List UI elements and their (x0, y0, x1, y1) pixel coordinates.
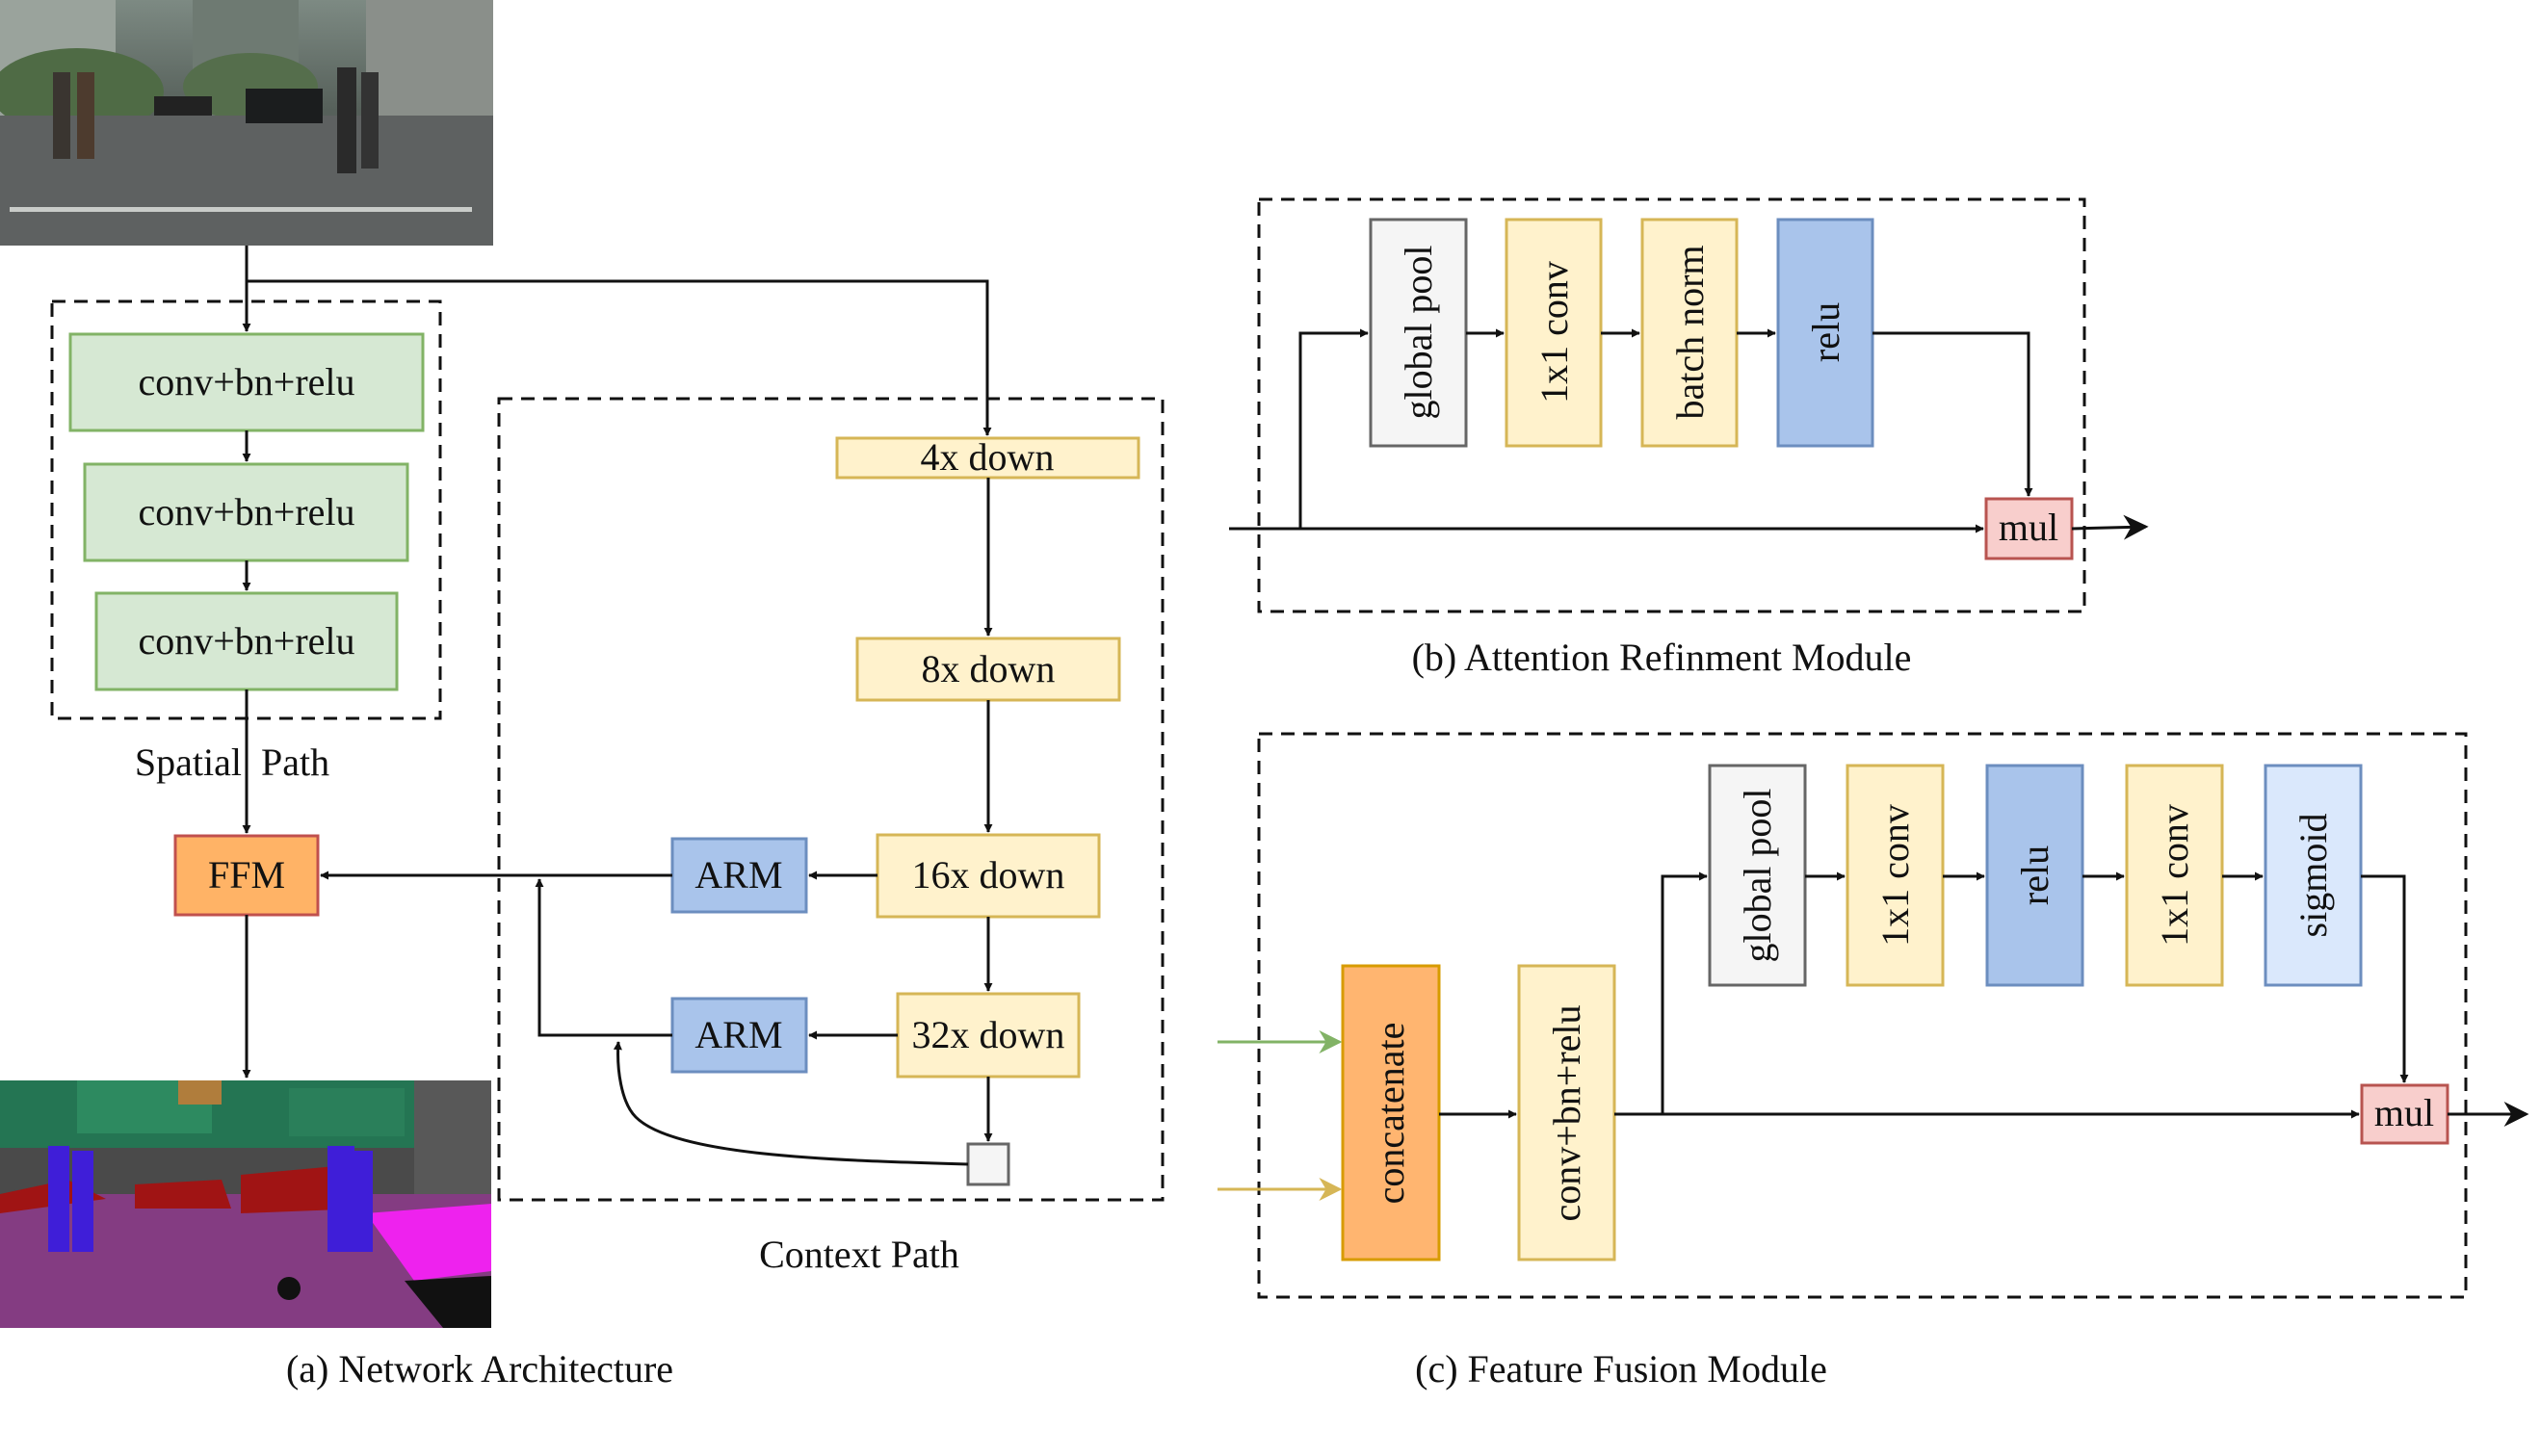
arm-batch-norm: batch norm (1640, 218, 1739, 448)
context-block-4x: 4x down (835, 435, 1140, 480)
ffm-block-label: FFM (208, 853, 285, 897)
arm-module-box (1257, 197, 2086, 613)
arm-relu-label: relu (1804, 302, 1847, 362)
context-path-box (497, 397, 1165, 1202)
arm-block-1: ARM (670, 837, 808, 914)
context-block-16x: 16x down (876, 833, 1101, 919)
ffm-global-pool-label: global pool (1736, 788, 1779, 962)
arm-global-pool-label: global pool (1397, 245, 1440, 419)
spatial-block-1-label: conv+bn+relu (138, 360, 354, 403)
ffm-relu-label: relu (2013, 845, 2056, 905)
architecture-arrows (242, 246, 993, 1166)
caption-a: (a) Network Architecture (286, 1347, 673, 1391)
context-block-32x: 32x down (896, 992, 1081, 1079)
context-path-label: Context Path (759, 1233, 959, 1276)
ffm-conv-bn-relu-label: conv+bn+relu (1545, 1004, 1588, 1221)
ffm-conv-1x1-a: 1x1 conv (1846, 764, 1945, 987)
context-block-4x-label: 4x down (921, 435, 1055, 479)
arm-mul-label: mul (1999, 506, 2058, 549)
ffm-conv-1x1-a-label: 1x1 conv (1873, 804, 1917, 947)
arm-block-1-label: ARM (694, 853, 782, 897)
ffm-conv-bn-relu: conv+bn+relu (1517, 964, 1616, 1261)
spatial-block-3: conv+bn+relu (94, 591, 399, 691)
arm-block-2: ARM (670, 997, 808, 1074)
arm-conv-1x1: 1x1 conv (1505, 218, 1603, 448)
spatial-path-label: Spatial Path (135, 741, 329, 784)
ffm-concatenate: concatenate (1341, 964, 1441, 1261)
spatial-block-2: conv+bn+relu (83, 462, 409, 562)
global-pool-node (966, 1142, 1010, 1186)
context-block-8x-label: 8x down (922, 647, 1056, 690)
context-block-16x-label: 16x down (912, 853, 1065, 897)
ffm-module-arrows (1218, 871, 2529, 1201)
ffm-sigmoid-label: sigmoid (2291, 814, 2335, 938)
ffm-conv-1x1-b: 1x1 conv (2125, 764, 2224, 987)
context-block-8x: 8x down (855, 637, 1121, 702)
arm-module-arrows (1229, 328, 2149, 540)
ffm-sigmoid: sigmoid (2264, 764, 2363, 987)
context-block-32x-label: 32x down (912, 1013, 1065, 1056)
input-image (0, 0, 493, 246)
arm-mul: mul (1984, 497, 2074, 560)
ffm-concatenate-label: concatenate (1369, 1023, 1412, 1205)
ffm-relu: relu (1985, 764, 2084, 987)
ffm-module-box (1257, 732, 2468, 1299)
ffm-mul: mul (2360, 1083, 2449, 1145)
arm-global-pool: global pool (1369, 218, 1468, 448)
ffm-conv-1x1-b-label: 1x1 conv (2153, 804, 2196, 947)
spatial-block-3-label: conv+bn+relu (138, 619, 354, 663)
segmentation-output (0, 1080, 491, 1328)
arm-batch-norm-label: batch norm (1668, 245, 1712, 419)
spatial-block-1: conv+bn+relu (68, 332, 425, 432)
ffm-global-pool: global pool (1708, 764, 1807, 987)
caption-c: (c) Feature Fusion Module (1415, 1347, 1827, 1391)
spatial-block-2-label: conv+bn+relu (138, 490, 354, 533)
arm-relu: relu (1776, 218, 1874, 448)
ffm-mul-label: mul (2374, 1091, 2434, 1134)
arm-conv-1x1-label: 1x1 conv (1532, 261, 1576, 403)
caption-b: (b) Attention Refinment Module (1412, 636, 1912, 679)
arm-block-2-label: ARM (694, 1013, 782, 1056)
ffm-block: FFM (173, 834, 320, 917)
